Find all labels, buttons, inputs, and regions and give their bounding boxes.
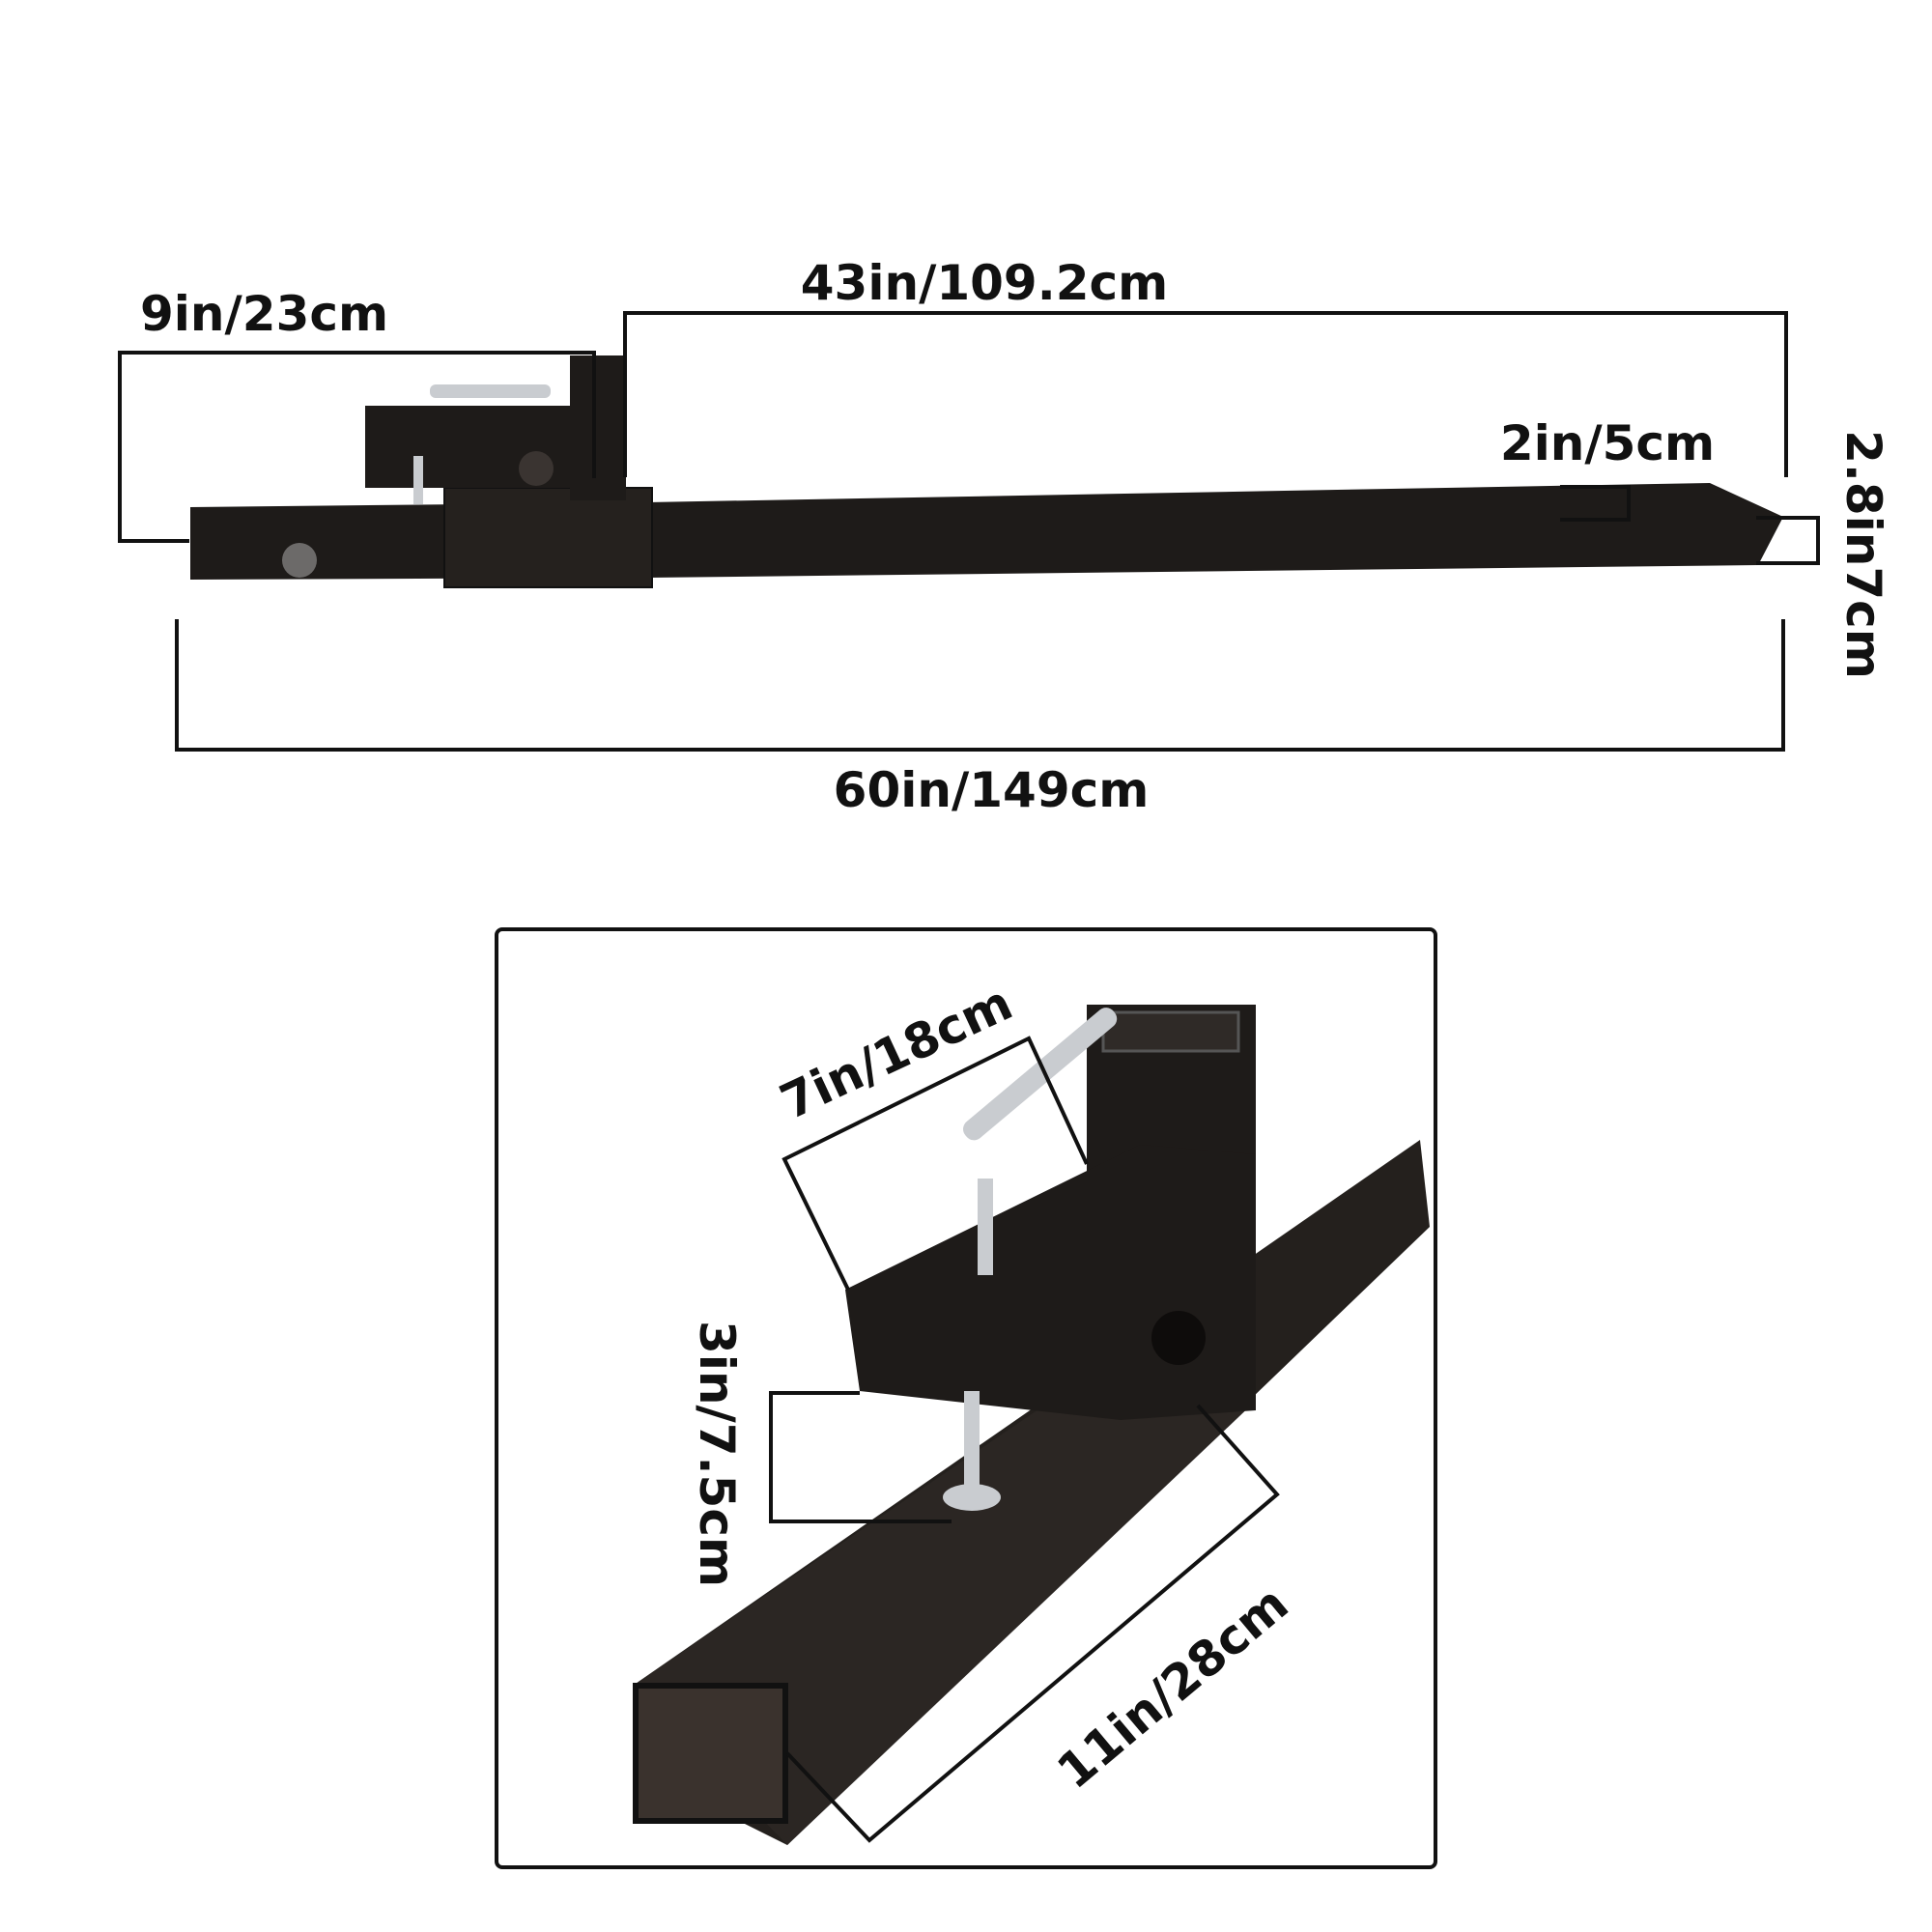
receiver-tube [633,1304,1256,1845]
fork-side-view [190,355,1783,588]
fork-width-dimension-line [1560,485,1631,522]
t-handle-pin [963,1008,1118,1141]
pin-hole [1151,1311,1206,1365]
receiver-length-dimension-line [785,1404,1280,1843]
clamp-closeup [633,1005,1430,1845]
receiver-sleeve [443,487,653,588]
clamp-gap-dimension-line [769,1391,952,1523]
fork-length-label: 43in/109.2cm [801,255,1168,311]
fork-width-label: 2in/5cm [1500,415,1715,471]
clamp-length-label: 9in/23cm [140,286,388,342]
fork-height-label: 2.8in7cm [1835,430,1891,679]
fork-height-dimension-line [1756,516,1820,565]
fork-length-dimension-line [623,311,1788,477]
bar-hole [282,543,317,578]
clamp-bolt [413,456,423,504]
clamp-arm-block [845,1145,1256,1420]
fork-bar [190,483,1783,580]
receiver-opening [633,1683,788,1824]
clamp-depth-dimension-line [781,1036,1089,1291]
clamp-upright [570,355,626,500]
clamp-bolt-lower [964,1391,980,1488]
clamp-gap-label: 3in/7.5cm [689,1321,745,1587]
overall-length-label: 60in/149cm [834,762,1150,818]
overall-length-dimension-line [175,619,1785,752]
pin-hole [519,451,554,486]
hex-nut [943,1484,1001,1511]
clamp-upright-opening [1101,1010,1240,1053]
t-handle-pin [430,384,551,398]
clamp-bolt-upper [978,1179,993,1275]
clamp-length-dimension-line [118,351,596,543]
